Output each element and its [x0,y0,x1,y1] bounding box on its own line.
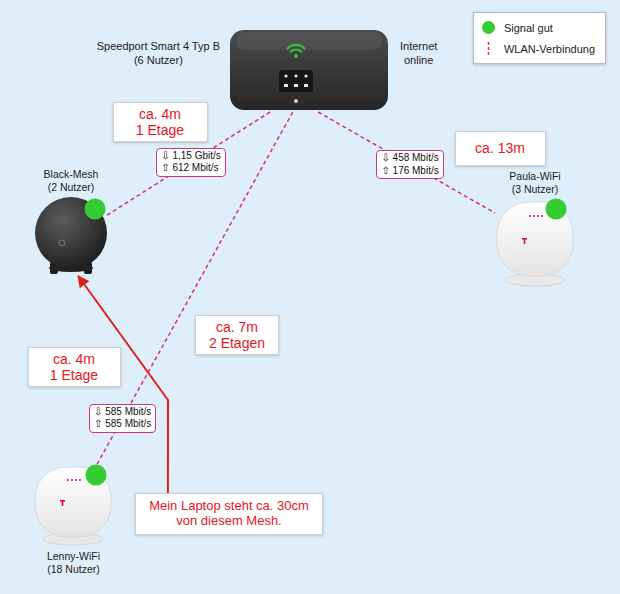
legend-row: WLAN-Verbindung [482,38,595,59]
note-box: Mein Laptop steht ca. 30cm von diesem Me… [135,493,323,535]
throughput-label: ⇩ 1,15 Gbit/s ⇧ 612 Mbit/s [156,148,226,177]
distance-text: ca. 7m 2 Etagen [209,319,265,351]
legend-text: WLAN-Verbindung [504,43,595,55]
throughput-label: ⇩ 585 Mbit/s ⇧ 585 Mbit/s [89,404,156,433]
label-slot: Internet online [400,40,437,68]
mesh-illustration [497,199,573,287]
distance-callout: ca. 4m 1 Etage [28,347,121,387]
label-slot: Speedport Smart 4 Typ B (6 Nutzer) [97,40,220,68]
device-label: Speedport Smart 4 Typ B (6 Nutzer) [97,40,220,68]
edge-label-slot: ⇩ 1,15 Gbit/s ⇧ 612 Mbit/s [156,148,226,177]
router-illustration [230,30,388,110]
legend-box: Signal gutWLAN-Verbindung [473,12,606,64]
distance-text: ca. 4m 1 Etage [136,106,184,138]
legend-swatch [482,21,495,34]
mesh-node: Black-Mesh (2 Nutzer) [35,198,107,276]
distance-callout: ca. 7m 2 Etagen [195,315,279,355]
device-label: Internet online [400,40,437,68]
distance-text: ca. 4m 1 Etage [50,351,98,383]
distance-callout: ca. 13m [455,131,546,166]
mesh-node: Lenny-WiFi (18 Nutzer) [35,465,112,545]
label-slot: Black-Mesh (2 Nutzer) [44,168,99,194]
mesh-illustration [35,465,111,546]
device-label: Paula-WiFi (3 Nutzer) [509,170,560,196]
edge-label-slot: ⇩ 585 Mbit/s ⇧ 585 Mbit/s [89,404,156,433]
device-label: Lenny-WiFi (18 Nutzer) [47,550,100,576]
legend-text: Signal gut [504,22,553,34]
edge-label-slot: ⇩ 458 Mbit/s ⇧ 176 Mbit/s [376,150,443,179]
distance-callout: ca. 4m 1 Etage [113,102,208,142]
device-label: Black-Mesh (2 Nutzer) [44,168,99,194]
mesh-illustration [35,197,107,274]
mesh-node: Paula-WiFi (3 Nutzer) [495,200,575,287]
note-text: Mein Laptop steht ca. 30cm von diesem Me… [149,499,309,529]
legend-line-sample [482,42,495,55]
label-slot: Lenny-WiFi (18 Nutzer) [47,550,100,576]
throughput-label: ⇩ 458 Mbit/s ⇧ 176 Mbit/s [376,150,443,179]
label-slot: Paula-WiFi (3 Nutzer) [509,170,560,196]
distance-text: ca. 13m [475,140,525,156]
legend-row: Signal gut [482,17,595,38]
router-node: Speedport Smart 4 Typ B (6 Nutzer)Intern… [228,28,390,112]
